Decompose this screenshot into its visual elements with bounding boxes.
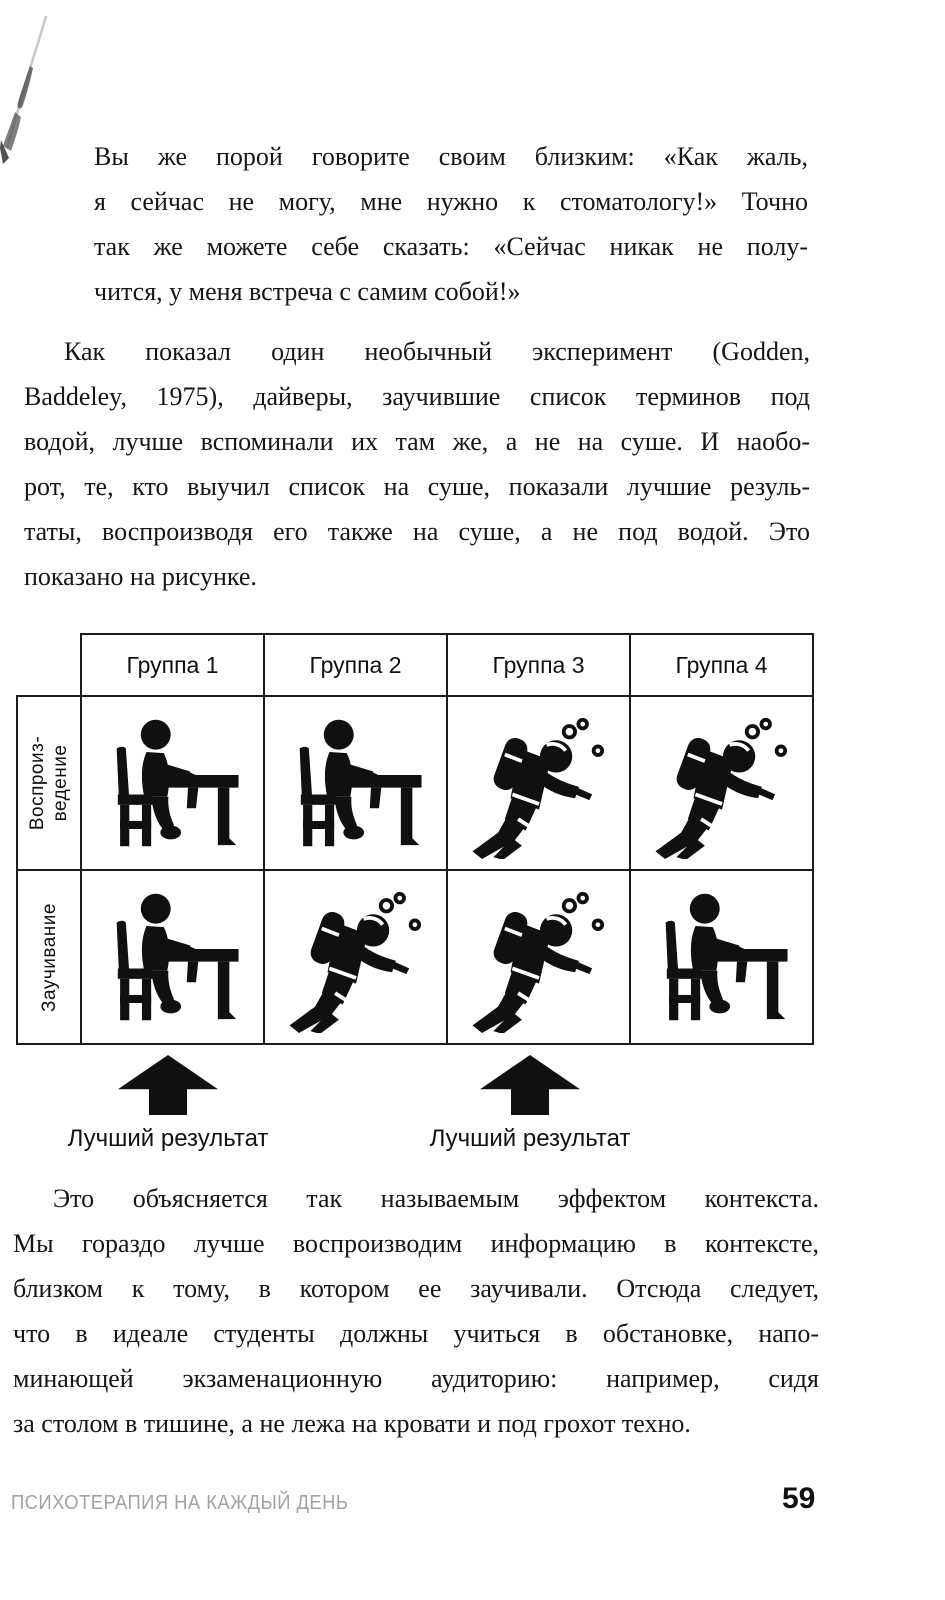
column-header-group-4: Группа 4 [629,633,814,697]
figure-cell-r1c3 [446,695,631,871]
figure-cell-r1c2 [263,695,448,871]
scuba-diver-icon [472,717,604,859]
row-label-learning: Заучивание [16,869,82,1045]
experiment-figure: Группа 1 Группа 2 Группа 3 Группа 4 Восп… [16,633,816,1158]
scuba-diver-icon [472,891,604,1033]
person-at-desk-icon [116,893,239,1021]
text-line: Вы же порой говорите своим близким: «Как… [94,142,808,171]
scuba-diver-icon [655,717,787,859]
column-header-group-2: Группа 2 [263,633,448,697]
paragraph-experiment: Как показал один необычный эксперимент (… [24,329,810,599]
paragraph-quote: Вы же порой говорите своим близким: «Как… [94,134,808,314]
page-number: 59 [782,1482,816,1515]
column-header-group-3: Группа 3 [446,633,631,697]
figure-cell-r2c1 [80,869,265,1045]
running-title: ПСИХОТЕРАПИЯ НА КАЖДЫЙ ДЕНЬ [11,1492,349,1514]
figure-cell-r1c4 [629,695,814,871]
figure-cell-r2c3 [446,869,631,1045]
text-line: Baddeley, 1975), дайверы, заучившие спис… [24,382,810,411]
column-header-group-1: Группа 1 [80,633,265,697]
up-arrow-group-3 [480,1055,580,1115]
text-line: минающей экзаменационную аудиторию: напр… [13,1364,819,1393]
scan-smudge [0,15,48,164]
row-label-reproduction: Воспроиз- ведение [16,695,82,871]
text-line: водой, лучше вспоминали их там же, а не … [24,427,810,456]
figure-header-row: Группа 1 Группа 2 Группа 3 Группа 4 [17,633,814,697]
text-line: что в идеале студенты должны учиться в о… [13,1319,819,1348]
paragraph-context: Это объясняется так называемым эффектом … [13,1176,819,1446]
text-line: за столом в тишине, а не лежа на кровати… [13,1409,691,1438]
text-line: Мы гораздо лучше воспроизводим информаци… [13,1229,819,1258]
text-line: таты, воспроизводя его также на суше, а … [24,517,810,546]
text-line: показано на рисунке. [24,562,257,591]
row-label-text: Заучивание [38,902,60,1012]
figure-cell-r2c4 [629,869,814,1045]
text-line: близком к тому, в котором ее заучивали. … [13,1274,819,1303]
figure-table: Группа 1 Группа 2 Группа 3 Группа 4 Восп… [16,633,814,1045]
figure-corner-cell [17,634,81,696]
best-result-label-2: Лучший результат [429,1125,631,1152]
text-line: я сейчас не могу, мне нужно к стоматолог… [94,187,808,216]
person-at-desk-icon [299,719,422,847]
row-label-text: Воспроиз- ведение [27,735,72,831]
best-result-label-1: Лучший результат [67,1125,269,1152]
text-line: Как показал один необычный эксперимент (… [64,337,810,366]
figure-row-reproduction: Воспроиз- ведение [16,695,814,871]
person-at-desk-icon [116,719,239,847]
figure-row-learning: Заучивание [16,869,814,1045]
text-line: Это объясняется так называемым эффектом … [53,1184,819,1213]
figure-cell-r2c2 [263,869,448,1045]
up-arrow-group-1 [118,1055,218,1115]
person-at-desk-icon [665,893,788,1021]
text-line: так же можете себе сказать: «Сейчас ника… [94,232,808,261]
text-line: рот, те, кто выучил список на суше, пока… [24,472,810,501]
scuba-diver-icon [289,891,421,1033]
figure-cell-r1c1 [80,695,265,871]
text-line: чится, у меня встреча с самим собой!» [94,277,521,306]
